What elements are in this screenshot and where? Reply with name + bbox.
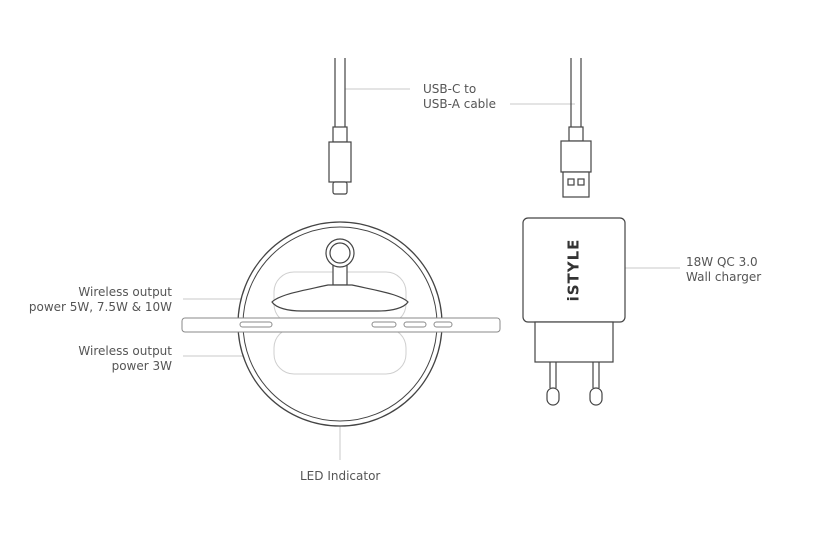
wireless-high-label: Wireless output power 5W, 7.5W & 10W — [29, 285, 172, 315]
wall-charger-label-line1: 18W QC 3.0 — [686, 255, 758, 269]
usb-a-cable — [560, 58, 592, 198]
wireless-high-label-line1: Wireless output — [78, 285, 172, 299]
led-indicator-label-text: LED Indicator — [300, 469, 381, 483]
wall-charger — [522, 217, 626, 406]
wireless-charger — [181, 221, 501, 427]
wireless-low-label-line1: Wireless output — [78, 344, 172, 358]
usb-cable-label-line1: USB-C to — [423, 82, 477, 96]
wireless-low-label-line2: power 3W — [111, 359, 172, 373]
usb-cable-label-line2: USB-A cable — [423, 97, 497, 111]
wireless-high-label-line2: power 5W, 7.5W & 10W — [28, 300, 172, 314]
usb-cable-label: USB-C to USB-A cable — [423, 82, 496, 112]
charger-stand — [271, 238, 409, 312]
wireless-low-label: Wireless output power 3W — [78, 344, 172, 374]
phone-profile — [181, 317, 501, 333]
brand-logo: iSTYLE — [565, 239, 583, 302]
led-indicator-label: LED Indicator — [300, 469, 380, 484]
usb-c-cable — [328, 58, 352, 195]
wall-charger-label-line2: Wall charger — [686, 270, 762, 284]
wall-charger-label: 18W QC 3.0 Wall charger — [686, 255, 761, 285]
